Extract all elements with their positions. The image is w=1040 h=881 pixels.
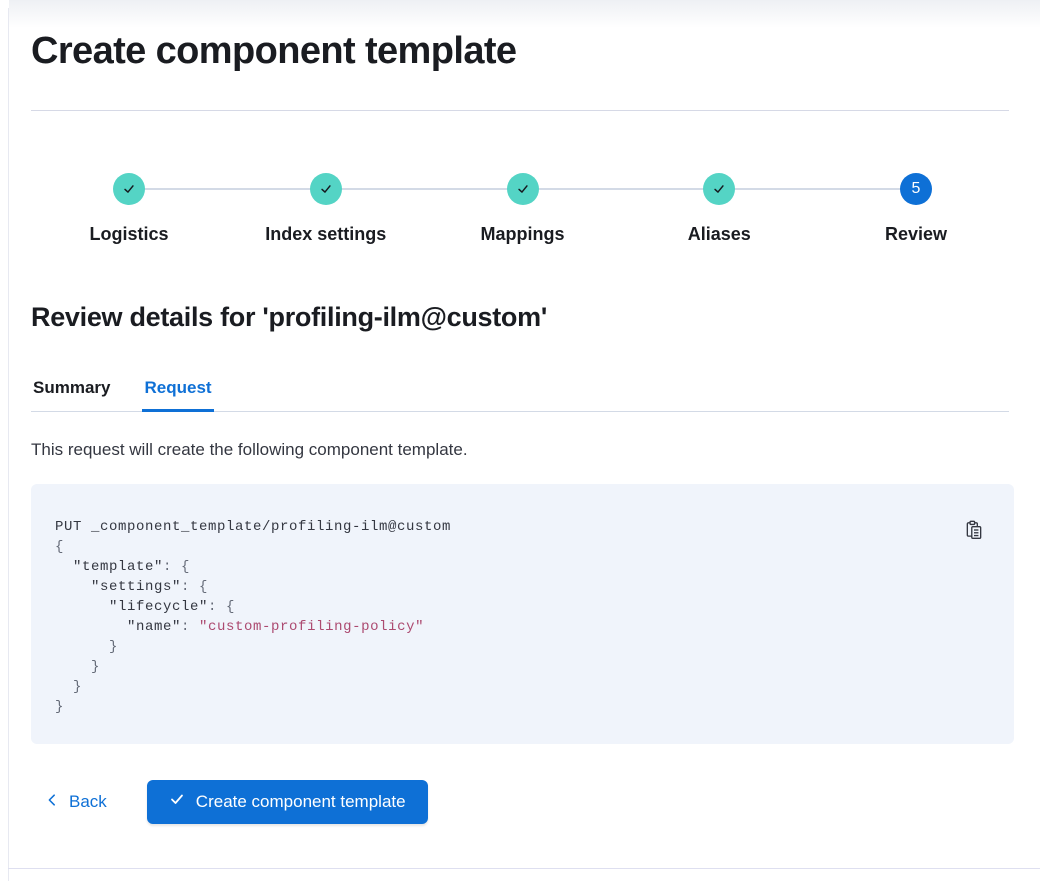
step-label: Mappings	[480, 223, 565, 244]
step-mappings[interactable]: Mappings	[443, 172, 603, 247]
submit-label: Create component template	[195, 791, 406, 811]
code-line: }	[55, 658, 101, 675]
step-label: Logistics	[89, 223, 169, 244]
code-line: "template": {	[55, 558, 191, 575]
copy-clipboard-icon	[964, 520, 984, 543]
request-code-block: PUT _component_template/profiling-ilm@cu…	[31, 483, 1014, 744]
review-heading: Review details for 'profiling-ilm@custom…	[31, 301, 547, 332]
step-complete-check-icon	[309, 172, 342, 205]
code-line: }	[55, 698, 65, 715]
code-line: "settings": {	[55, 578, 209, 595]
code-line: "lifecycle": {	[55, 598, 236, 615]
create-component-template-button[interactable]: Create component template	[146, 779, 428, 824]
step-aliases[interactable]: Aliases	[639, 172, 799, 247]
footer-actions: Back Create component template	[31, 779, 1009, 824]
request-description: This request will create the following c…	[31, 439, 468, 459]
page-title: Create component template	[31, 30, 517, 72]
step-label: Review	[884, 223, 948, 244]
step-label: Aliases	[687, 223, 751, 244]
review-tabs: Summary Request	[31, 378, 1009, 412]
back-label: Back	[69, 791, 107, 811]
step-complete-check-icon	[703, 172, 736, 205]
step-logistics[interactable]: Logistics	[49, 172, 209, 247]
back-button[interactable]: Back	[31, 792, 113, 812]
step-current-number: 5	[900, 172, 932, 205]
code-line: PUT _component_template/profiling-ilm@cu…	[55, 518, 452, 535]
title-divider	[31, 109, 1009, 111]
code-line: }	[55, 638, 119, 655]
tab-request[interactable]: Request	[142, 378, 214, 412]
code-line: {	[55, 538, 65, 555]
bottom-divider	[8, 868, 1040, 869]
panel-left-border	[8, 8, 9, 881]
create-component-template-page: Create component template Logistics Index…	[31, 30, 1014, 824]
step-complete-check-icon	[506, 172, 539, 205]
copy-to-clipboard-button[interactable]	[964, 520, 984, 540]
step-index-settings[interactable]: Index settings	[246, 172, 406, 247]
chevron-left-icon	[45, 792, 59, 812]
step-label: Index settings	[265, 223, 387, 244]
code-line: }	[55, 678, 83, 695]
code-content: PUT _component_template/profiling-ilm@cu…	[55, 517, 990, 717]
step-complete-check-icon	[113, 172, 145, 205]
check-icon	[169, 791, 185, 812]
tab-summary[interactable]: Summary	[31, 378, 112, 412]
code-line: "name": "custom-profiling-policy"	[55, 618, 425, 635]
